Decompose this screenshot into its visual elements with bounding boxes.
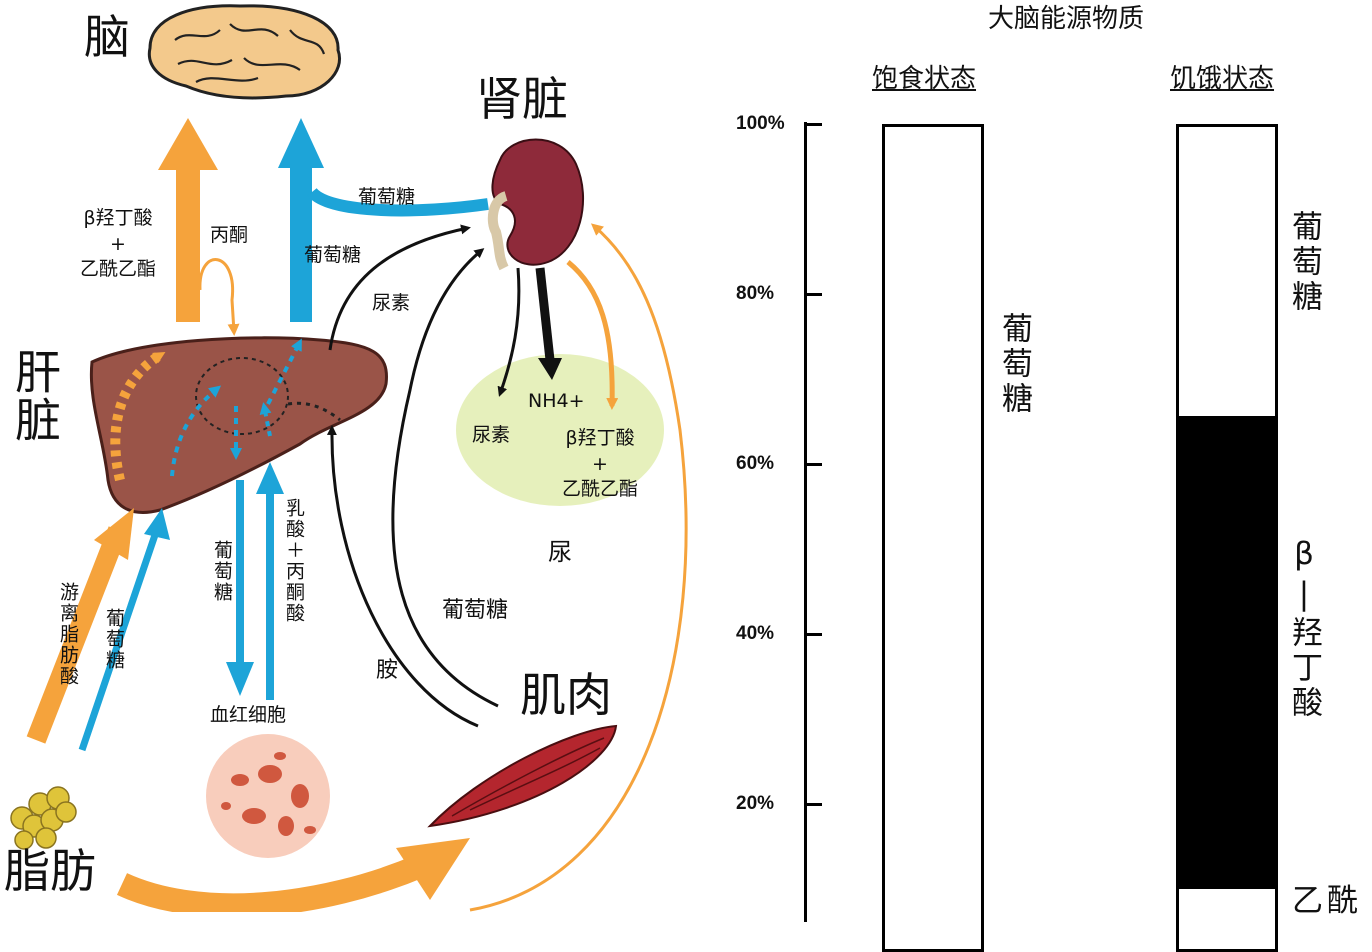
bar-fed-state	[882, 124, 984, 952]
y-tick-label-100: 100%	[736, 113, 785, 134]
glucose-kidney-label: 葡萄糖	[358, 186, 416, 208]
bar-segment-0-0	[885, 127, 981, 949]
starved-acetyl-label: 乙酰	[1292, 883, 1362, 919]
lactate-pyruvate-label: 乳酸＋丙酮酸	[283, 498, 305, 624]
urea-label: 尿素	[372, 292, 411, 314]
red-blood-cells-icon	[206, 734, 330, 858]
ffa-label: 游离脂肪酸	[57, 582, 79, 687]
y-tick-label-60: 60%	[736, 453, 775, 474]
fat-cells-icon	[10, 786, 77, 850]
urine-urea-label: 尿素	[472, 424, 511, 446]
glucose-muscle-label: 葡萄糖	[442, 598, 509, 623]
y-tick-label-20: 20%	[736, 793, 775, 814]
muscle-icon	[427, 724, 618, 828]
glucose-fat-label: 葡萄糖	[103, 608, 125, 671]
kidney-icon	[487, 138, 584, 271]
acetone-label: 丙酮	[210, 224, 249, 246]
fed-state-header: 饱食状态	[872, 64, 977, 94]
starved-glucose-label: 葡萄糖	[1286, 210, 1322, 315]
liver-label: 肝脏	[8, 348, 62, 444]
metabolism-diagram	[10, 4, 688, 912]
y-tick-label-40: 40%	[736, 623, 775, 644]
fed-glucose-label: 葡萄糖	[996, 312, 1032, 417]
bar-starved-state	[1176, 124, 1278, 952]
glucose-to-brain-arrow	[278, 118, 489, 322]
fat-label: 脂肪	[4, 844, 96, 898]
bhb-acac-label: β羟丁酸 + 乙酰乙酯	[80, 207, 157, 281]
muscle-label: 肌肉	[520, 668, 612, 722]
acetone-arrow	[198, 258, 240, 336]
y-axis	[804, 122, 807, 922]
glucose-rbc-label: 葡萄糖	[211, 540, 233, 603]
amine-label: 胺	[376, 658, 399, 683]
kidney-label: 肾脏	[476, 72, 568, 126]
y-tick-20	[806, 803, 822, 806]
y-tick-label-80: 80%	[736, 283, 775, 304]
y-tick-60	[806, 463, 822, 466]
ketone-to-brain-arrow	[158, 118, 218, 322]
starved-state-header: 饥饿状态	[1170, 64, 1275, 94]
y-tick-100	[806, 123, 822, 126]
rbc-label: 血红细胞	[210, 704, 287, 726]
brain-label: 脑	[84, 10, 130, 64]
urine-label: 尿	[548, 538, 572, 566]
y-tick-80	[806, 293, 822, 296]
y-tick-40	[806, 633, 822, 636]
starved-bhb-label: β|羟丁酸	[1286, 536, 1322, 721]
glucose-brain-label: 葡萄糖	[304, 244, 362, 266]
brain-icon	[147, 4, 341, 100]
bar-segment-1-1	[1179, 413, 1275, 889]
nh4-label: NH4+	[528, 390, 585, 412]
bar-segment-1-2	[1179, 127, 1275, 416]
liver-icon	[89, 336, 388, 514]
chart-title: 大脑能源物质	[988, 4, 1145, 34]
bar-segment-1-0	[1179, 889, 1275, 949]
urine-bhb-label: β羟丁酸 + 乙酰乙酯	[562, 427, 639, 501]
